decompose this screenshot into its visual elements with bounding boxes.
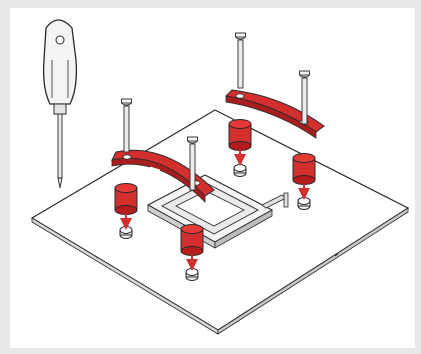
- cpu-socket-icon: [146, 174, 289, 249]
- screwdriver-icon: [42, 19, 78, 189]
- spacer-icon: [292, 153, 316, 185]
- svg-text:▬▬: ▬▬: [149, 164, 160, 173]
- nut-icon: [119, 226, 133, 239]
- spacer-icon: [180, 224, 204, 256]
- nut-icon: [185, 268, 199, 281]
- nut-icon: [297, 197, 311, 210]
- screw-icon: [187, 136, 198, 191]
- screw-icon: [121, 98, 132, 153]
- nut-icon: [233, 164, 247, 177]
- spacer-icon: [228, 119, 252, 151]
- screw-icon: [299, 70, 310, 125]
- screw-icon: [235, 32, 246, 89]
- spacer-icon: [114, 183, 138, 215]
